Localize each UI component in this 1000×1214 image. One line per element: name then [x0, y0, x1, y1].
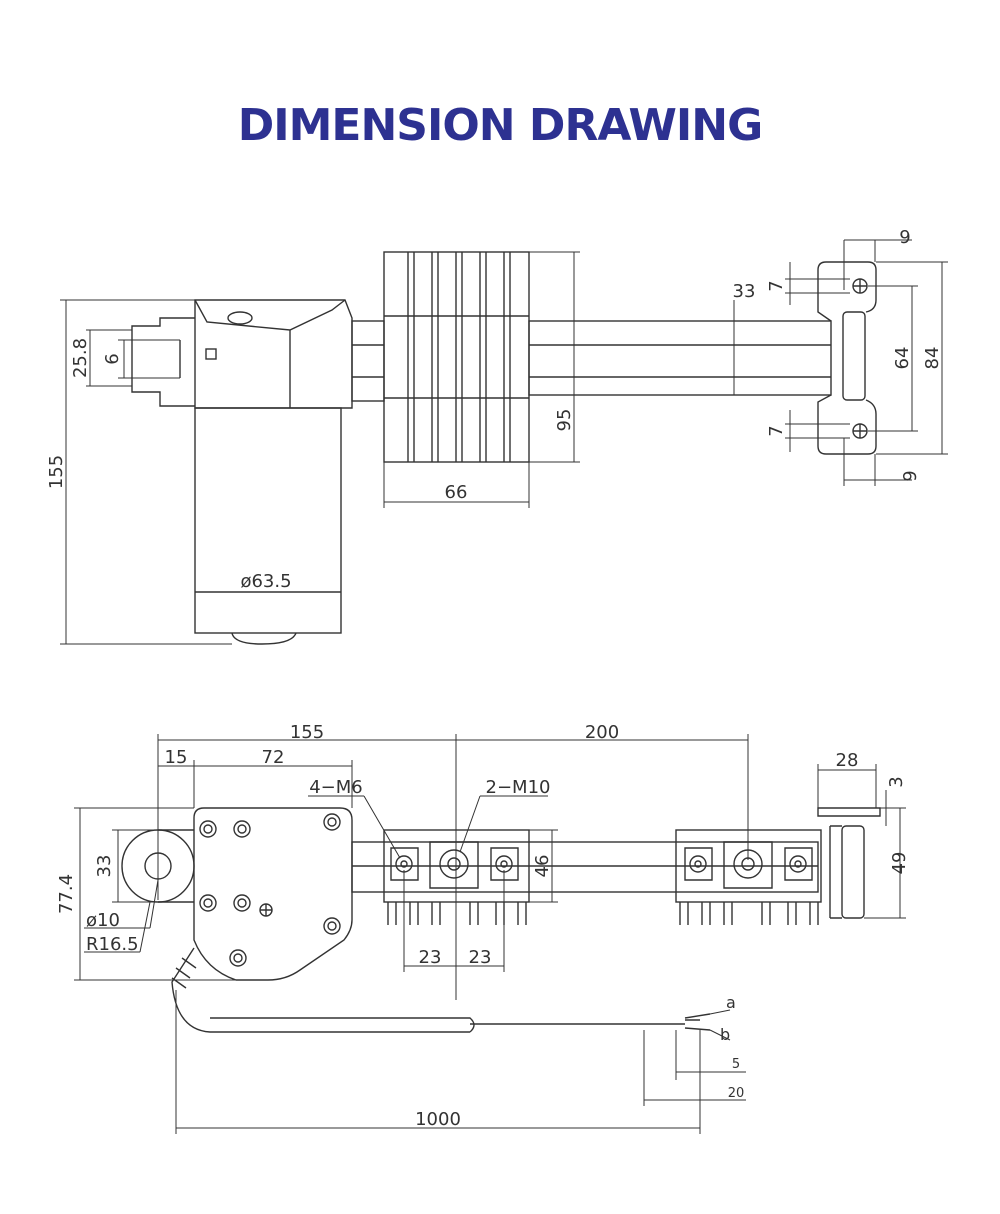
- side-view: 155 200 15 72 4−M6 2−M10 28 3 49 33 77.4…: [56, 722, 910, 1134]
- dim-25-8: 25.8: [70, 338, 91, 378]
- dim-r16-5: R16.5: [86, 934, 139, 955]
- dim-33: 33: [733, 281, 756, 302]
- dim-28: 28: [836, 750, 859, 771]
- gearbox-plate: [193, 807, 353, 981]
- dim-phi10: ø10: [86, 910, 120, 931]
- dim-95: 95: [554, 409, 575, 432]
- dim-200: 200: [585, 722, 619, 743]
- rear-clevis: [131, 317, 195, 407]
- dim-84: 84: [922, 347, 943, 370]
- dim-15: 15: [165, 747, 188, 768]
- wire-label-a: a: [726, 993, 736, 1012]
- dim-66: 66: [445, 482, 468, 503]
- front-bracket: [817, 261, 877, 455]
- gearbox-housing: [194, 299, 353, 409]
- motor-end-cap: [231, 632, 297, 645]
- dim-155-vertical: 155: [46, 455, 67, 489]
- cable: [171, 947, 685, 1033]
- dim-23-right: 23: [469, 947, 492, 968]
- dim-7-bottom: 7: [766, 425, 787, 436]
- clamp-fins: [384, 252, 529, 462]
- side-view-dimension-lines: [74, 734, 906, 1134]
- dim-23-left: 23: [419, 947, 442, 968]
- square-marker: [205, 348, 217, 360]
- dim-3: 3: [886, 776, 907, 787]
- dim-46: 46: [532, 855, 553, 878]
- dim-6: 6: [102, 353, 123, 364]
- dim-2-m10: 2−M10: [486, 777, 551, 798]
- wire-label-b: b: [720, 1025, 730, 1044]
- page-title: DIMENSION DRAWING: [237, 100, 764, 151]
- top-view-dimension-lines: [60, 239, 948, 645]
- motor-body: [194, 407, 342, 634]
- dim-1000: 1000: [415, 1109, 461, 1130]
- top-view: 155 25.8 6 ø63.5 66 95 33 9 7 64 84 7 9: [46, 227, 948, 645]
- front-flange: [842, 311, 866, 401]
- dim-64: 64: [892, 347, 913, 370]
- dim-9-bottom: 9: [900, 470, 921, 481]
- dim-20: 20: [728, 1086, 745, 1101]
- dim-5: 5: [732, 1057, 740, 1072]
- dim-77-4: 77.4: [56, 874, 77, 914]
- dim-63-5-diameter: ø63.5: [240, 571, 291, 592]
- rod-section-left: [351, 320, 385, 402]
- dim-155: 155: [290, 722, 324, 743]
- housing-screw: [227, 311, 253, 325]
- dim-7-top: 7: [766, 280, 787, 291]
- dim-9-top: 9: [899, 227, 910, 248]
- dim-33-eye: 33: [94, 855, 115, 878]
- dim-72: 72: [262, 747, 285, 768]
- front-flange-side: [841, 825, 865, 919]
- rod-tube: [351, 841, 819, 893]
- dim-49: 49: [889, 852, 910, 875]
- dim-4-m6: 4−M6: [309, 777, 363, 798]
- plate-screws: [199, 813, 341, 967]
